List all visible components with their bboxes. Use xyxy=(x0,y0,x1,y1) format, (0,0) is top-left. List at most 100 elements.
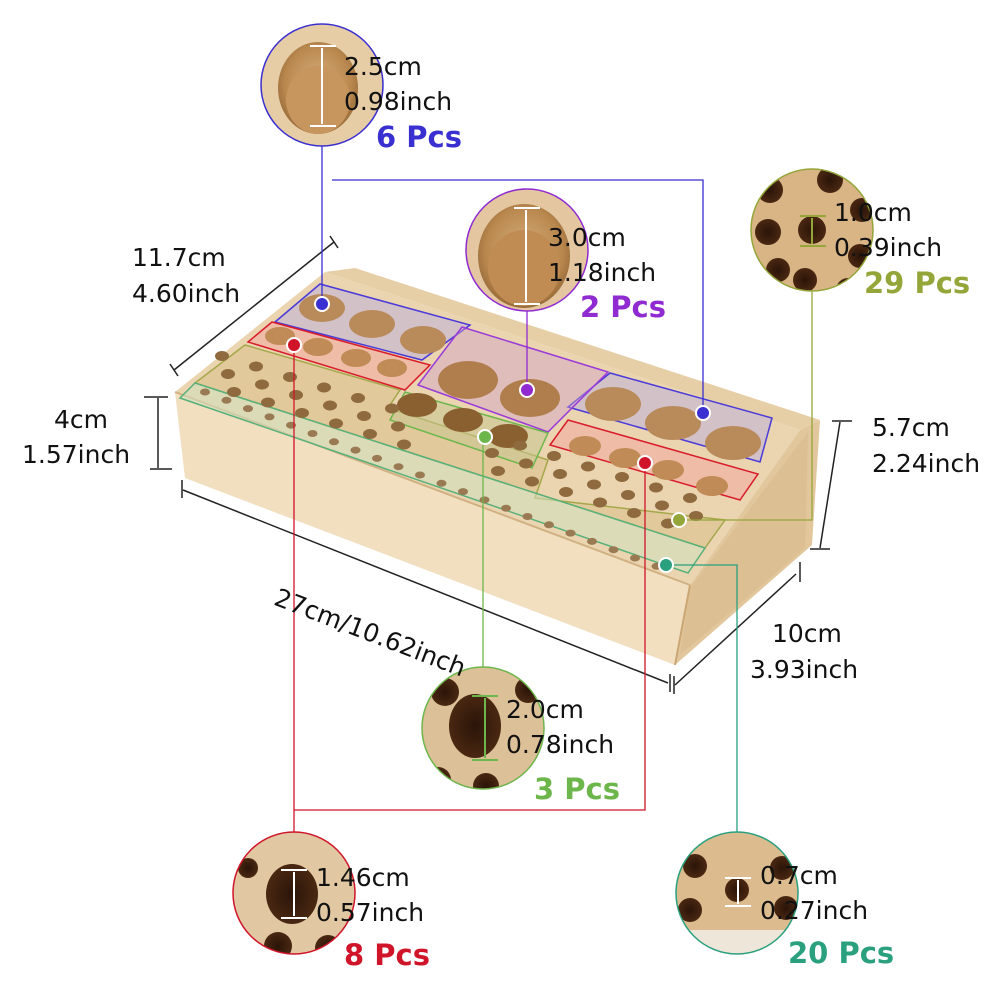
hole-1-0-inch: 0.39inch xyxy=(834,233,943,262)
organizer-hole xyxy=(559,487,573,497)
hole-2-5-inch: 0.98inch xyxy=(344,87,453,116)
organizer-hole xyxy=(491,466,505,476)
organizer-hole xyxy=(357,411,371,421)
organizer-hole xyxy=(317,382,331,393)
side-length-cm: 11.7cm xyxy=(132,243,226,272)
organizer-hole xyxy=(513,440,527,451)
zone-1-0cm xyxy=(193,344,727,549)
organizer-hole xyxy=(200,388,210,396)
back-height-cm: 5.7cm xyxy=(872,413,950,442)
hole-2-0-cm: 2.0cm xyxy=(506,695,584,724)
organizer-hole xyxy=(307,430,318,437)
zoom-circle-2-5cm xyxy=(260,23,384,147)
organizer-hole xyxy=(585,387,641,421)
organizer-hole xyxy=(522,513,533,520)
organizer-hole xyxy=(215,351,229,361)
organizer-hole xyxy=(377,359,407,377)
organizer-hole xyxy=(261,397,275,408)
hole-3-0-inch: 1.18inch xyxy=(548,258,657,287)
organizer-hole xyxy=(393,463,404,471)
hole-3-0-count: 2 Pcs xyxy=(580,290,666,324)
callout-markers xyxy=(286,296,711,573)
organizer-hole xyxy=(397,439,411,450)
organizer-hole xyxy=(397,393,437,417)
depth-inch: 3.93inch xyxy=(750,655,859,684)
organizer-hole xyxy=(553,469,567,479)
organizer-hole xyxy=(415,471,425,479)
organizer-hole xyxy=(289,390,303,400)
organizer-hole xyxy=(501,504,511,512)
hole-2-0-count: 3 Pcs xyxy=(534,772,620,806)
organizer-hole xyxy=(519,458,533,469)
organizer-hole xyxy=(645,406,701,440)
front-height-cm: 4cm xyxy=(54,405,109,434)
organizer-hole xyxy=(621,490,635,500)
organizer-hole xyxy=(283,372,297,382)
callout-leaders xyxy=(293,146,813,832)
organizer-hole xyxy=(565,529,576,537)
organizer-hole xyxy=(264,413,275,421)
organizer-hole xyxy=(608,546,619,554)
organizer-hole xyxy=(587,537,597,545)
zoom-circle-3-0cm xyxy=(465,188,589,312)
organizer-hole xyxy=(609,448,641,468)
organizer-hole xyxy=(615,472,629,482)
organizer-hole xyxy=(349,310,395,338)
organizer-hole xyxy=(372,454,382,462)
organizer-hole xyxy=(295,408,309,418)
organizer-hole xyxy=(581,461,595,472)
hole-0-7-inch: 0.27inch xyxy=(760,896,869,925)
hole-1-0-cm: 1.0cm xyxy=(834,198,912,227)
organizer-hole xyxy=(303,338,333,356)
organizer-hole xyxy=(438,361,498,399)
hole-1-46-inch: 0.57inch xyxy=(316,898,425,927)
organizer-hole xyxy=(649,482,663,493)
organizer-hole xyxy=(655,500,669,511)
organizer-hole xyxy=(227,387,241,397)
organizer-hole xyxy=(329,438,339,446)
zoom-measure-arrows xyxy=(281,45,826,919)
organizer-hole xyxy=(221,369,235,379)
organizer-hole xyxy=(479,496,490,504)
hole-0-7-count: 20 Pcs xyxy=(788,936,895,970)
hole-1-46-count: 8 Pcs xyxy=(344,938,430,972)
depth-cm: 10cm xyxy=(772,619,842,648)
organizer-hole xyxy=(593,497,607,508)
hole-2-0-inch: 0.78inch xyxy=(506,730,615,759)
organizer-hole xyxy=(705,426,761,460)
organizer-hole xyxy=(255,379,269,390)
dimension-lines xyxy=(144,235,852,694)
organizer-hole xyxy=(363,429,377,439)
organizer-hole xyxy=(341,349,371,367)
hole-2-5-cm: 2.5cm xyxy=(344,52,422,81)
organizer-hole xyxy=(630,554,640,562)
organizer-hole xyxy=(436,479,447,487)
back-height-inch: 2.24inch xyxy=(872,449,981,478)
organizer-hole xyxy=(544,521,554,529)
organizer-hole xyxy=(249,361,263,372)
hole-1-0-count: 29 Pcs xyxy=(864,266,971,300)
organizer-hole xyxy=(243,405,253,413)
side-length-inch: 4.60inch xyxy=(132,279,241,308)
organizer-hole xyxy=(500,379,560,417)
zone-3-0cm xyxy=(416,326,610,433)
hole-3-0-cm: 3.0cm xyxy=(548,223,626,252)
organizer-hole xyxy=(652,460,684,480)
organizer-hole xyxy=(221,396,232,404)
organizer-hole xyxy=(391,421,405,432)
organizer-hole xyxy=(696,476,728,496)
organizer-hole xyxy=(569,436,601,456)
organizer-hole xyxy=(458,488,468,496)
organizer-hole xyxy=(385,403,399,414)
front-height-inch: 1.57inch xyxy=(22,440,131,469)
organizer-hole xyxy=(350,446,361,454)
organizer-front-face xyxy=(175,392,690,665)
organizer-hole xyxy=(329,418,343,429)
hole-1-46-cm: 1.46cm xyxy=(316,863,410,892)
organizer-side-panel xyxy=(680,432,808,655)
organizer-hole xyxy=(525,476,539,487)
organizer-hole xyxy=(689,511,703,521)
organizer-hole xyxy=(627,508,641,518)
organizer-hole xyxy=(683,493,697,503)
organizer-back-ledge xyxy=(325,268,820,430)
